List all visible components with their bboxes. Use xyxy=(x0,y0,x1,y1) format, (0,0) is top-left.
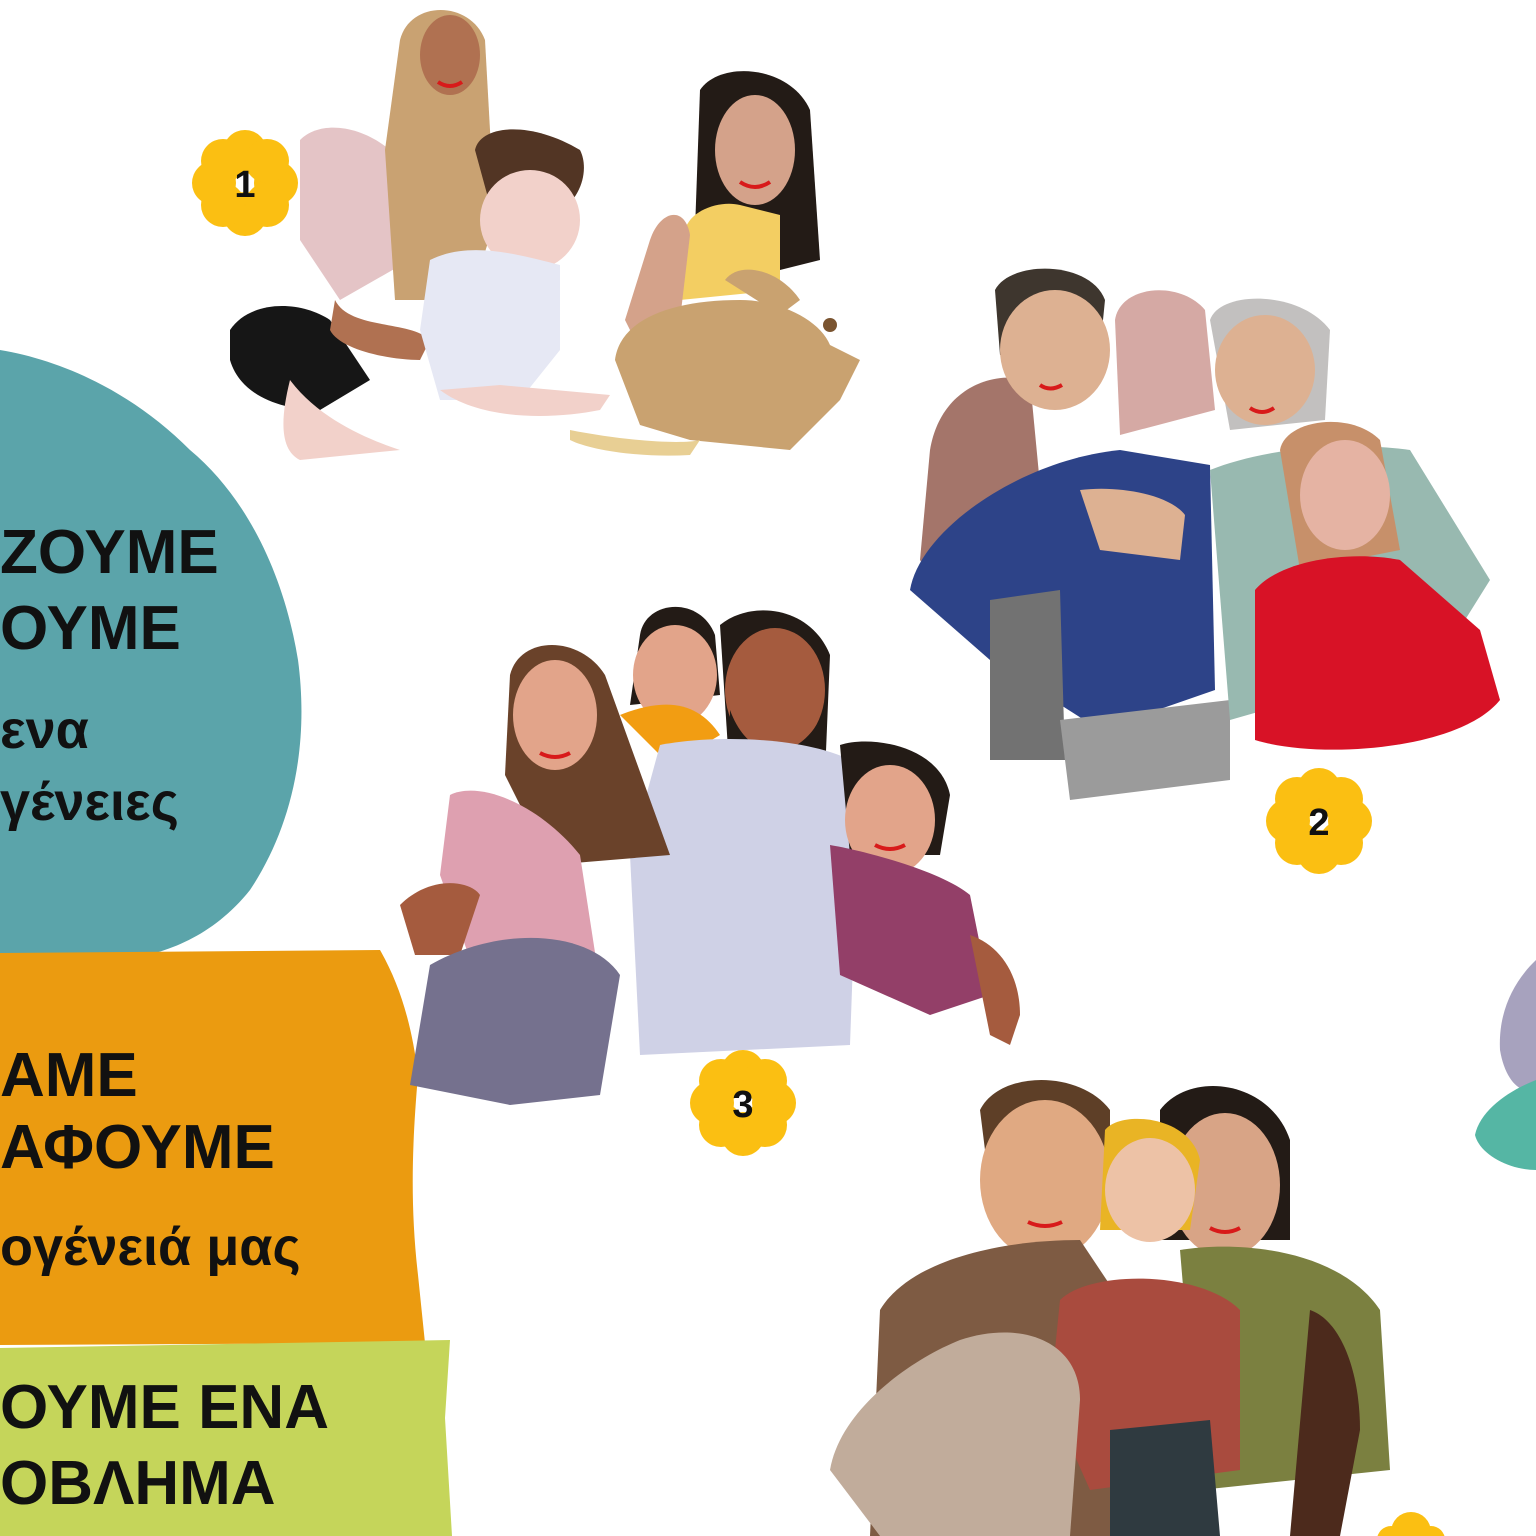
family-illustration-2 xyxy=(910,268,1500,800)
teal-heading-line-2: ΟΥΜΕ xyxy=(0,594,181,663)
teal-heading-line-1: ΖΟΥΜΕ xyxy=(0,518,219,587)
orange-heading-line-2: ΑΦΟΥΜΕ xyxy=(0,1113,275,1182)
green-heading-line-2: ΟΒΛΗΜΑ xyxy=(0,1449,276,1518)
teal-sub-line-1: ενα xyxy=(0,700,89,760)
orange-heading-line-1: ΑΜΕ xyxy=(0,1041,138,1110)
badge-3: 3 xyxy=(690,1050,796,1156)
badge-1: 1 xyxy=(192,130,298,236)
family-illustration-1 xyxy=(230,10,860,460)
orange-sub-line-1: ογένειά μας xyxy=(0,1217,301,1277)
badge-4-partial xyxy=(1377,1512,1445,1536)
teal-panel-shape xyxy=(0,350,302,960)
green-panel-shape xyxy=(0,1340,452,1536)
teal-sub-line-2: γένειες xyxy=(0,772,179,832)
orange-panel-shape xyxy=(0,950,425,1345)
green-heading-line-1: ΟΥΜΕ ΕΝΑ xyxy=(0,1373,329,1442)
badge-2-number: 2 xyxy=(1308,802,1329,844)
family-illustration-4 xyxy=(830,1080,1390,1536)
badge-3-number: 3 xyxy=(732,1084,753,1126)
family-illustration-3 xyxy=(400,606,1020,1105)
badge-1-number: 1 xyxy=(234,164,255,206)
badge-2: 2 xyxy=(1266,768,1372,874)
family-illustration-5-partial xyxy=(1475,960,1536,1170)
